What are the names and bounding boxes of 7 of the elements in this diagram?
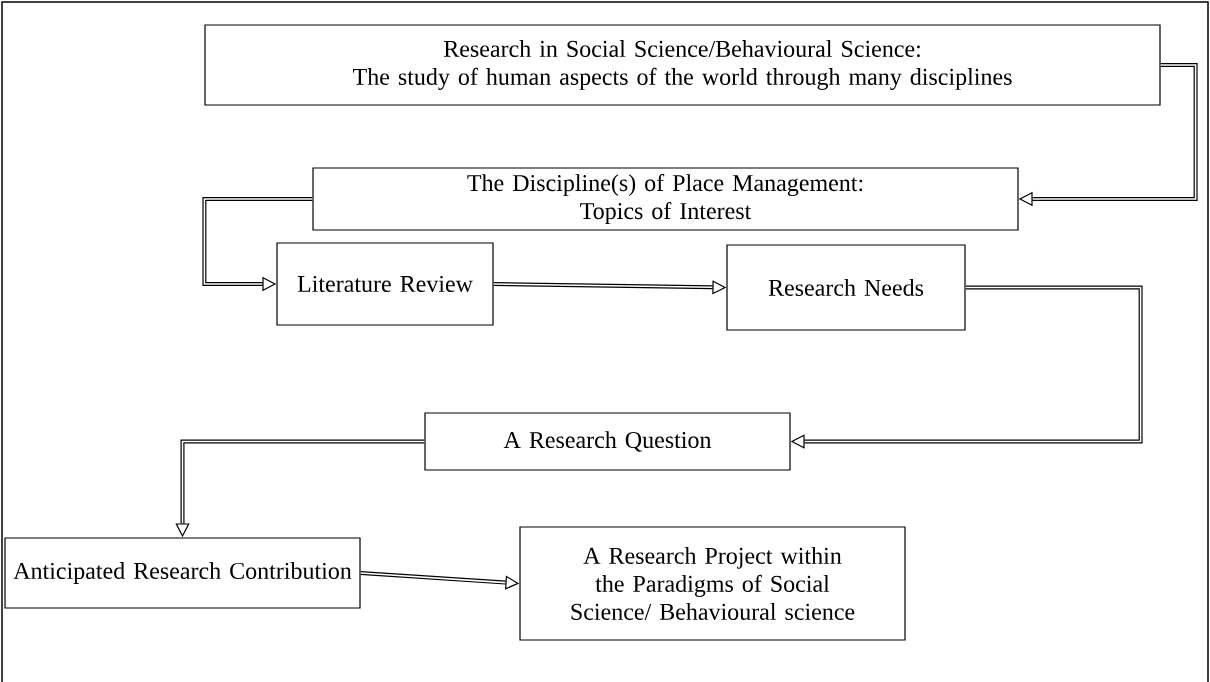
process-box: Research Needs <box>726 244 966 331</box>
process-box: A Research Question <box>424 412 791 471</box>
process-box: Literature Review <box>276 242 494 326</box>
process-box: The Discipline(s) of Place Management: Topics of Interest <box>312 167 1019 231</box>
process-box: Research in Social Science/Behavioural Science: The study of human aspects of the world through many disciplines <box>204 24 1161 106</box>
process-box: A Research Project within the Paradigms of Social Science/ Behavioural science <box>519 526 906 641</box>
process-box: Anticipated Research Contribution <box>4 537 361 609</box>
